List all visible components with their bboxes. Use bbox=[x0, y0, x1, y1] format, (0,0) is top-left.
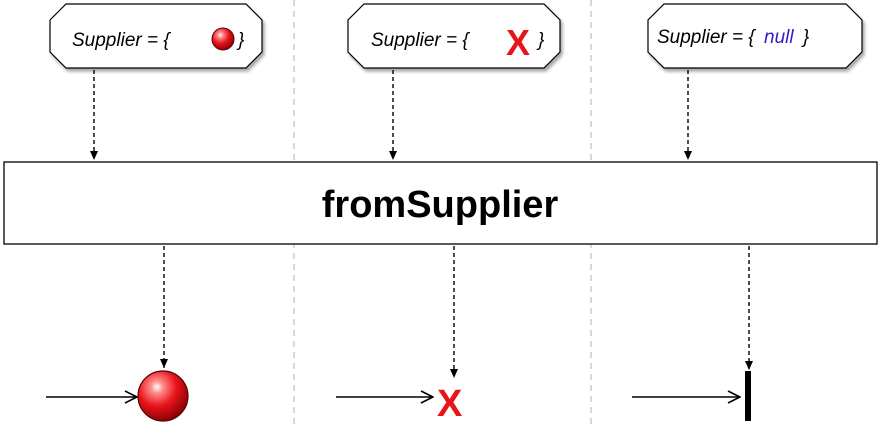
timeline-2: X bbox=[336, 383, 463, 425]
red-ball-icon bbox=[137, 370, 189, 422]
supplier-label-prefix: Supplier = { bbox=[371, 30, 470, 51]
supplier-label-suffix: } bbox=[236, 30, 245, 51]
operator-label: fromSupplier bbox=[322, 184, 559, 226]
supplier-box-2: Supplier = { X } bbox=[347, 3, 561, 69]
supplier-label-prefix: Supplier = { bbox=[657, 27, 756, 48]
error-x-icon: X bbox=[506, 22, 530, 63]
output-arrows bbox=[160, 246, 753, 378]
error-x-icon: X bbox=[437, 383, 463, 425]
supplier-label-prefix: Supplier = { bbox=[72, 30, 171, 51]
svg-text:Supplier = { null: Supplier = { null } bbox=[657, 27, 810, 48]
input-arrows bbox=[90, 70, 692, 160]
timeline-1 bbox=[46, 370, 189, 422]
completion-bar-icon bbox=[745, 371, 751, 421]
red-ball-icon bbox=[211, 27, 235, 51]
null-keyword: null bbox=[764, 27, 794, 48]
supplier-box-3: Supplier = { null } bbox=[647, 3, 863, 69]
supplier-label-suffix: } bbox=[801, 27, 810, 48]
operator-box: fromSupplier bbox=[3, 161, 878, 245]
timeline-3 bbox=[632, 371, 751, 421]
supplier-box-1: Supplier = { } bbox=[49, 3, 263, 69]
supplier-label-suffix: } bbox=[536, 30, 545, 51]
svg-text:Supplier = {: Supplier = { bbox=[72, 30, 171, 51]
